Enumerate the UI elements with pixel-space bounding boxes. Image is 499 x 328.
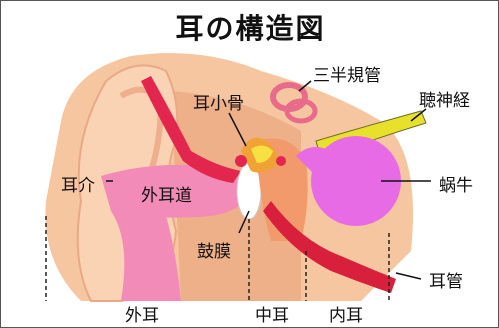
eustachian-tube-shape bbox=[263, 201, 396, 293]
diagram-title: 耳の構造図 bbox=[175, 12, 326, 45]
leader-eustachian bbox=[395, 272, 422, 280]
external-canal-lower bbox=[111, 211, 181, 301]
leader-semicircular bbox=[298, 80, 312, 92]
label-auricle: 耳介 bbox=[61, 176, 95, 196]
label-eustachian-tube: 耳管 bbox=[429, 272, 463, 292]
leader-ossicles bbox=[228, 112, 247, 147]
label-auditory-nerve: 聴神経 bbox=[419, 91, 470, 111]
section-outer-ear: 外耳 bbox=[125, 306, 159, 326]
leader-eardrum bbox=[238, 210, 250, 234]
section-inner-ear: 内耳 bbox=[329, 306, 363, 326]
cochlea-upper-lobe bbox=[296, 147, 331, 176]
section-middle-ear: 中耳 bbox=[255, 306, 289, 326]
label-semicircular-canals: 三半規管 bbox=[313, 66, 381, 86]
label-external-canal: 外耳道 bbox=[141, 186, 192, 206]
cochlea-shape bbox=[311, 136, 401, 226]
semicircular-loop-2 bbox=[284, 98, 318, 124]
leader-nerve bbox=[410, 108, 427, 122]
ossicles-yellow bbox=[251, 145, 273, 163]
label-eardrum: 鼓膜 bbox=[197, 242, 231, 262]
canal-red-wall bbox=[141, 76, 241, 183]
label-ossicles: 耳小骨 bbox=[193, 94, 244, 114]
ossicle-red-dot-2 bbox=[276, 156, 286, 166]
ossicle-red-dot-1 bbox=[235, 155, 247, 167]
label-cochlea: 蜗牛 bbox=[439, 176, 473, 196]
